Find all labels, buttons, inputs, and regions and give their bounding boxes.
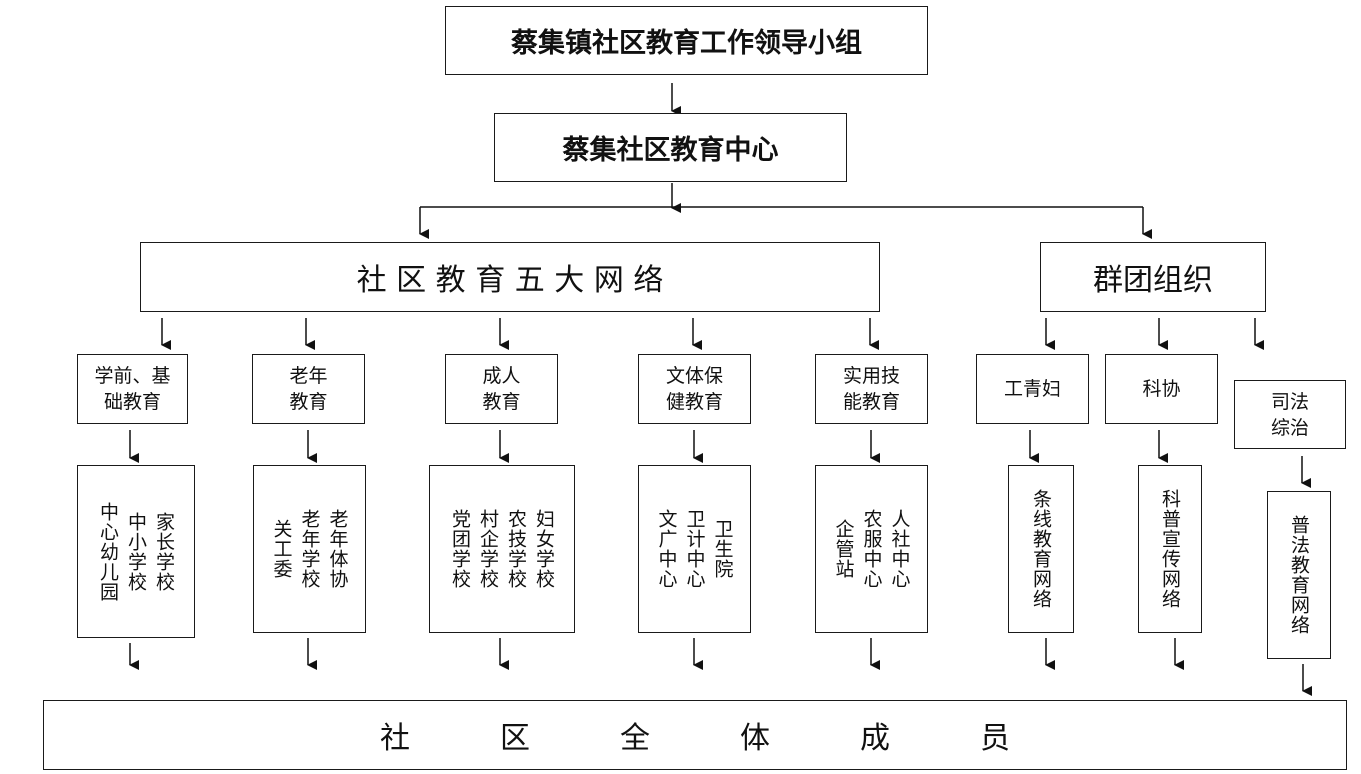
content-box-justice: 普法教育网络 xyxy=(1267,491,1331,659)
education-center-title: 蔡集社区教育中心 xyxy=(562,135,779,166)
content-text: 条线教育网络 xyxy=(1030,489,1052,609)
category-box-justice: 司法 综治 xyxy=(1234,380,1346,449)
category-label: 实用技 能教育 xyxy=(842,365,900,413)
leadership-group-title: 蔡集镇社区教育工作领导小组 xyxy=(511,28,862,59)
community-members-title: 社 区 全 体 成 员 xyxy=(380,721,1010,756)
category-box-practical-skills: 实用技 能教育 xyxy=(815,354,928,424)
content-box-unions: 条线教育网络 xyxy=(1008,465,1074,633)
category-label: 成人 教育 xyxy=(482,365,521,413)
content-text: 科普宣传网络 xyxy=(1159,489,1181,609)
category-label: 司法 综治 xyxy=(1270,390,1309,439)
leadership-group-box: 蔡集镇社区教育工作领导小组 xyxy=(445,6,928,75)
content-box-culture-sports-health: 卫生院 卫计中心 文广中心 xyxy=(638,465,751,633)
content-text: 家长学校 中小学校 中心幼儿园 xyxy=(97,501,175,602)
category-label: 工青妇 xyxy=(1003,378,1061,400)
content-box-science-association: 科普宣传网络 xyxy=(1138,465,1202,633)
content-text: 卫生院 卫计中心 文广中心 xyxy=(655,509,734,589)
content-text: 妇女学校 农技学校 村企学校 党团学校 xyxy=(449,509,555,589)
content-box-practical-skills: 人社中心 农服中心 企管站 xyxy=(815,465,928,633)
category-box-culture-sports-health: 文体保 健教育 xyxy=(638,354,751,424)
category-box-preschool-basic: 学前、基 础教育 xyxy=(77,354,188,424)
category-label: 科协 xyxy=(1142,378,1181,400)
content-box-adult: 妇女学校 农技学校 村企学校 党团学校 xyxy=(429,465,575,633)
education-center-box: 蔡集社区教育中心 xyxy=(494,113,847,182)
community-members-box: 社 区 全 体 成 员 xyxy=(43,700,1347,770)
content-text: 老年体协 老年学校 关工委 xyxy=(270,509,349,589)
mass-organizations-title: 群团组织 xyxy=(1093,263,1213,298)
category-label: 学前、基 础教育 xyxy=(94,365,171,413)
content-text: 普法教育网络 xyxy=(1288,515,1310,635)
category-box-unions: 工青妇 xyxy=(976,354,1089,424)
category-label: 文体保 健教育 xyxy=(665,365,723,413)
category-box-adult: 成人 教育 xyxy=(445,354,558,424)
mass-organizations-box: 群团组织 xyxy=(1040,242,1266,312)
content-box-preschool-basic: 家长学校 中小学校 中心幼儿园 xyxy=(77,465,195,638)
category-label: 老年 教育 xyxy=(289,365,328,413)
content-box-elderly: 老年体协 老年学校 关工委 xyxy=(253,465,366,633)
five-networks-box: 社 区 教 育 五 大 网 络 xyxy=(140,242,880,312)
five-networks-title: 社 区 教 育 五 大 网 络 xyxy=(356,263,664,298)
category-box-science-association: 科协 xyxy=(1105,354,1218,424)
category-box-elderly: 老年 教育 xyxy=(252,354,365,424)
content-text: 人社中心 农服中心 企管站 xyxy=(832,509,911,589)
